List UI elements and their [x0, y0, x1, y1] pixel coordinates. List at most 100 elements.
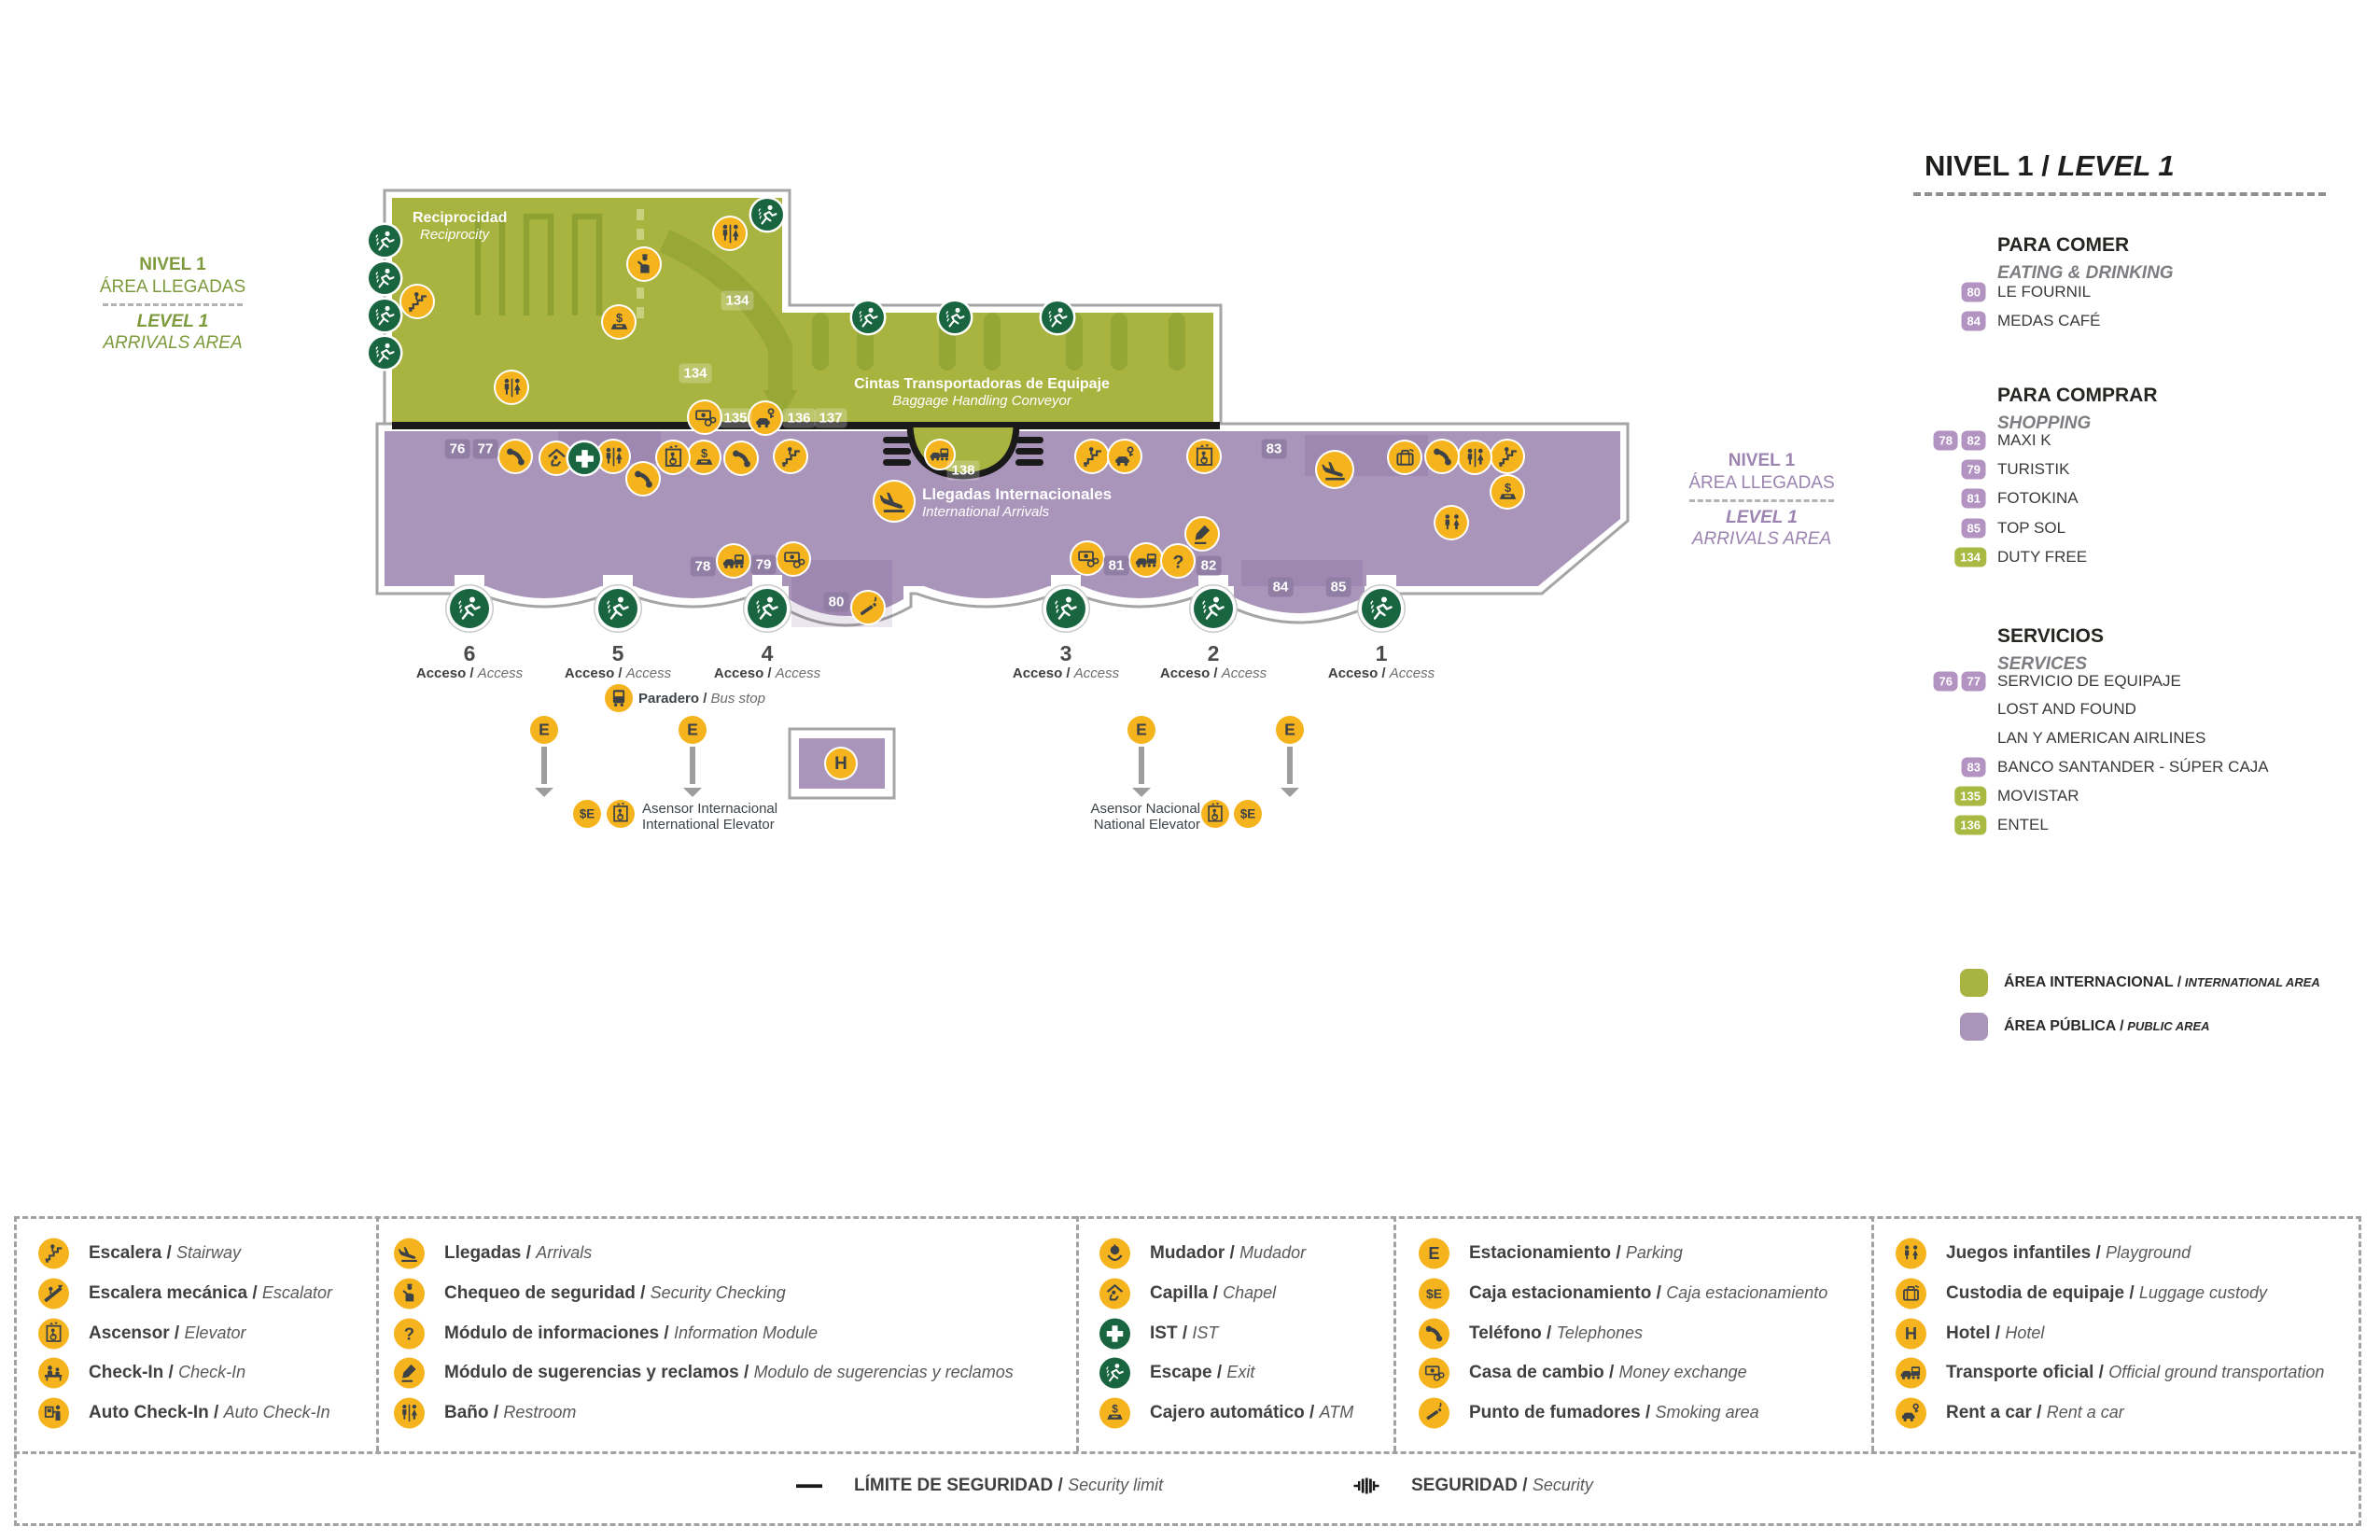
legend-pencil [394, 1357, 425, 1389]
directory-item: LE FOURNIL [1997, 283, 2092, 301]
escape-icon [375, 343, 395, 363]
escape-icon [607, 596, 629, 620]
map-escape-marker [369, 337, 400, 369]
legend-label: Casa de cambio / Money exchange [1469, 1363, 1747, 1382]
map-stair-marker [1076, 441, 1108, 472]
moneyex-icon [1424, 1365, 1445, 1381]
svg-text:H: H [1905, 1323, 1917, 1343]
cajaSE-icon: $E [580, 807, 595, 821]
page-title: NIVEL 1 / LEVEL 1 [1925, 149, 2175, 182]
svg-text:?: ? [404, 1323, 414, 1343]
map-arrivals-marker [1317, 452, 1352, 487]
legend-label: Escalera / Stairway [89, 1243, 242, 1263]
map-stair-marker [1491, 441, 1523, 472]
security-label: LÍMITE DE SEGURIDAD / Security limit [854, 1476, 1164, 1495]
access-2-label: 2 Acceso / Access [1159, 641, 1267, 682]
elevator-icon [46, 1322, 62, 1342]
autocheckin-icon [44, 1405, 61, 1421]
pencil-icon [1194, 525, 1210, 544]
security-limit-line [392, 422, 1220, 429]
map-elevator-marker [1188, 441, 1220, 472]
badge-81: 81 [1961, 488, 1986, 509]
legend-cajaSE: $E [1419, 1278, 1449, 1309]
security-gate [1346, 1472, 1387, 1500]
access-4-exit-icon [748, 589, 787, 628]
parking-arrow [690, 747, 695, 784]
legend-label: IST / IST [1150, 1323, 1219, 1343]
escape-icon [756, 596, 778, 620]
svg-text:$: $ [615, 311, 622, 325]
map-restroom-marker [597, 441, 629, 472]
badge-85: 85 [1961, 518, 1986, 539]
map-officer-marker [628, 248, 660, 280]
map-hotelH-marker: H [826, 749, 856, 778]
officer-icon [637, 253, 650, 273]
legend-label: Capilla / Chapel [1150, 1283, 1277, 1303]
legend-label: Teléfono / Telephones [1469, 1323, 1644, 1343]
badge-134: 134 [1954, 547, 1986, 567]
ist-icon [575, 449, 594, 468]
escape-icon [375, 268, 395, 288]
map-playground-marker [1435, 507, 1467, 539]
access-4-label: 4 Acceso / Access [713, 641, 821, 682]
baby-icon [1107, 1244, 1123, 1262]
legend-moneyex [1419, 1357, 1449, 1389]
restroom-icon [606, 447, 623, 466]
parking-arrow [1139, 747, 1144, 784]
baggage-flow-arrow [659, 230, 792, 392]
cajaSE-icon: $E [1240, 807, 1255, 821]
ist-icon [1106, 1325, 1124, 1342]
access-5-label: 5 Acceso / Access [564, 641, 672, 682]
escape-icon [1106, 1364, 1124, 1382]
legend-ist [1099, 1318, 1130, 1350]
legend-hotelH: H [1896, 1318, 1926, 1350]
map-luggage-marker [1389, 441, 1421, 473]
conveyor-label: Cintas Transportadoras de Equipaje Bagga… [854, 376, 1110, 410]
transport-icon [1135, 553, 1156, 567]
map-atm-marker: $ [603, 306, 635, 338]
directory-item: MOVISTAR [1997, 787, 2079, 805]
map-elevator-marker [1201, 800, 1229, 828]
moneyex-icon [1077, 550, 1099, 567]
sidebar-section-header: SERVICIOS [1997, 625, 2104, 647]
directory-item: TURISTIK [1997, 460, 2070, 478]
stair-icon [45, 1244, 63, 1264]
badge-79: 79 [1961, 459, 1986, 480]
conveyor-rollers [883, 437, 1043, 466]
baggage-flow-arrowhead [763, 390, 797, 422]
location-tag-137: 137 [814, 408, 847, 428]
map-transport-marker [1130, 544, 1162, 576]
security-limitline [789, 1472, 830, 1500]
location-tag-79: 79 [750, 554, 777, 575]
parking-arrow [541, 747, 547, 784]
sidebar-section-subheader: SERVICES [1997, 654, 2088, 674]
legend-autocheckin [38, 1397, 69, 1429]
transport-icon [722, 553, 744, 568]
legend-elevator [38, 1318, 69, 1350]
legend-label: Módulo de sugerencias y reclamos / Modul… [444, 1363, 1014, 1382]
escape-icon [1202, 596, 1225, 620]
access-3-exit-icon [1046, 589, 1085, 628]
escape-icon [458, 596, 481, 620]
legend-label: Estacionamiento / Parking [1469, 1243, 1683, 1263]
map-cajaSE-marker: $E [573, 800, 601, 828]
info-icon: ? [1172, 552, 1183, 572]
legend-playground [1896, 1238, 1926, 1269]
parkE-icon: E [539, 721, 550, 739]
badge-76: 76 [1933, 671, 1958, 692]
directory-item: TOP SOL [1997, 519, 2066, 537]
map-phone-marker [1426, 441, 1458, 472]
legend-label: Escalera mecánica / Escalator [89, 1283, 332, 1303]
map-atm-marker: $ [1491, 476, 1523, 508]
svg-text:$: $ [700, 446, 707, 460]
legend-divider [1076, 1216, 1079, 1451]
directory-item: MEDAS CAFÉ [1997, 312, 2101, 329]
legend-label: Baño / Restroom [444, 1403, 577, 1422]
map-elevator-marker [657, 441, 689, 473]
map-escape-marker [369, 225, 400, 257]
area-swatch [1960, 1013, 1988, 1041]
legend-luggage [1896, 1278, 1926, 1309]
legend-info: ? [394, 1318, 425, 1350]
legend-stair [38, 1238, 69, 1269]
